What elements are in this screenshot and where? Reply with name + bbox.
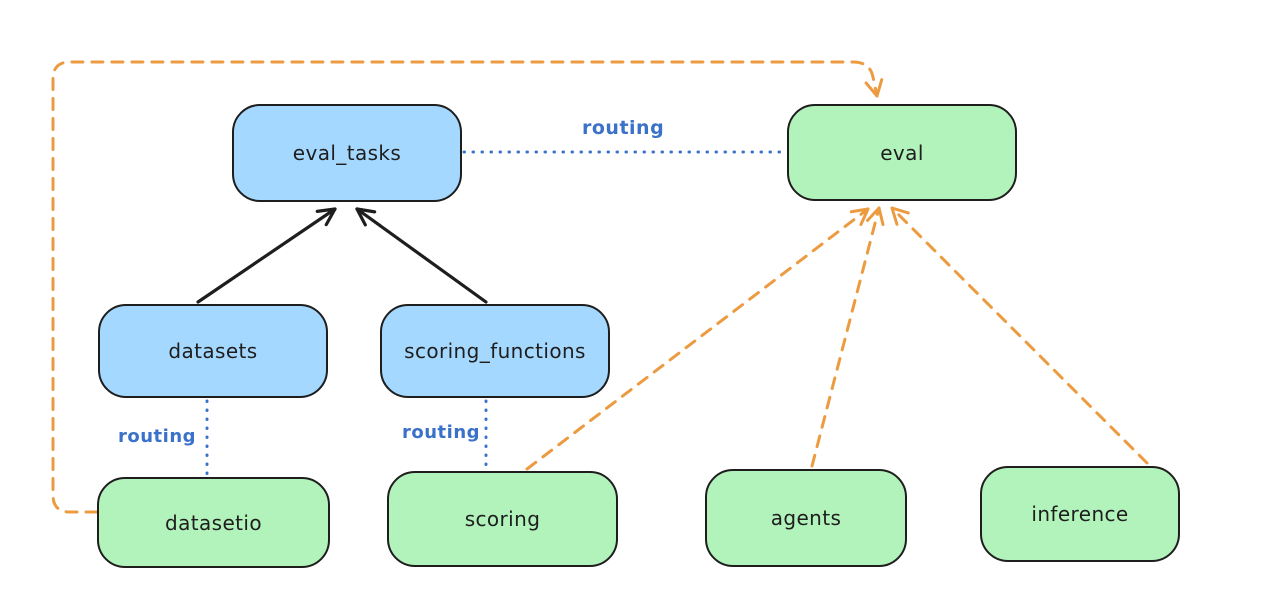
- node-datasets-label: datasets: [168, 339, 258, 363]
- node-agents: agents: [705, 469, 907, 567]
- node-scoring-functions: scoring_functions: [380, 304, 610, 398]
- node-datasetio: datasetio: [97, 477, 330, 568]
- edge-label-routing-scoring-functions-scoring: routing: [402, 422, 481, 443]
- node-agents-label: agents: [770, 506, 842, 530]
- node-inference: inference: [980, 466, 1180, 562]
- edge-inference-to-eval: [890, 206, 1149, 465]
- node-scoring-label: scoring: [464, 507, 541, 531]
- node-scoring-functions-label: scoring_functions: [404, 339, 586, 363]
- edge-datasets-to-eval-tasks: [196, 207, 337, 304]
- node-eval-label: eval: [880, 140, 924, 165]
- node-inference-label: inference: [1031, 502, 1129, 526]
- edge-scoring-to-eval: [525, 207, 870, 471]
- node-datasetio-label: datasetio: [164, 510, 262, 535]
- edge-scoring-functions-to-eval-tasks: [355, 207, 488, 304]
- node-datasets: datasets: [98, 304, 328, 398]
- node-eval-tasks: eval_tasks: [232, 104, 462, 202]
- edge-label-routing-eval-tasks-eval: routing: [582, 117, 665, 139]
- edge-label-routing-datasets-datasetio: routing: [118, 426, 197, 447]
- node-eval: eval: [787, 104, 1017, 201]
- node-scoring: scoring: [387, 471, 618, 567]
- node-eval-tasks-label: eval_tasks: [292, 141, 402, 165]
- edge-agents-to-eval: [810, 206, 885, 468]
- edge-datasetio-to-eval: [51, 60, 884, 514]
